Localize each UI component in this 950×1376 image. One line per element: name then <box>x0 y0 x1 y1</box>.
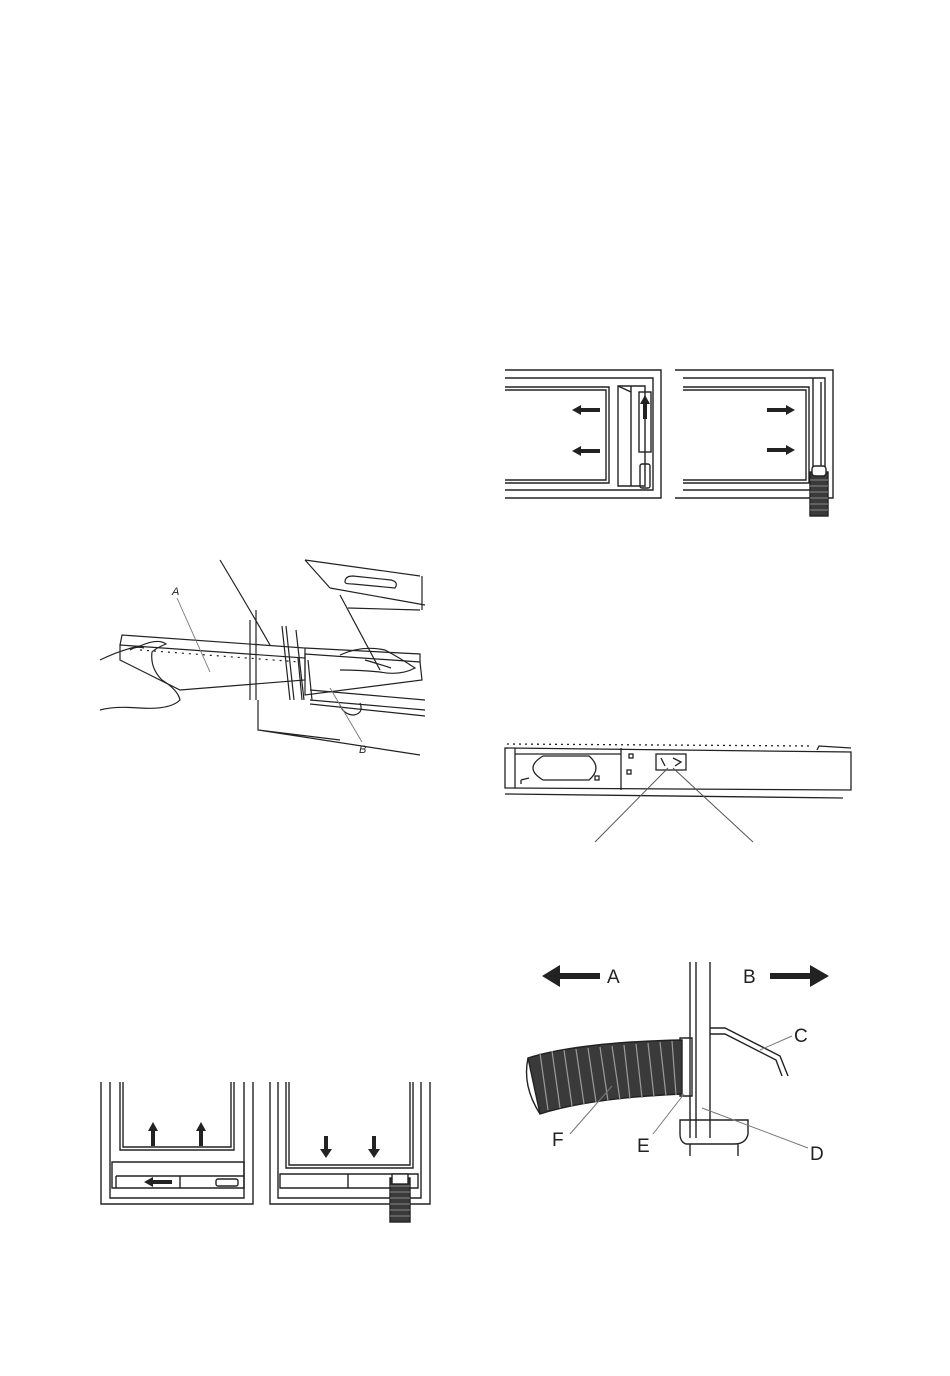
slider-panel-a <box>120 645 305 690</box>
arrow-up-2-icon <box>196 1122 206 1146</box>
arrow-up-icon <box>640 395 650 419</box>
window-panel <box>690 962 710 1138</box>
arrow-left-1-icon <box>572 405 600 415</box>
slider-panel-b <box>305 654 422 695</box>
flexible-hose <box>527 1040 683 1114</box>
arrow-down-1-icon <box>320 1136 332 1158</box>
arrow-right-1-icon <box>767 405 795 415</box>
panel-insertion-figure: A B <box>100 550 430 790</box>
label-a: A <box>607 967 620 988</box>
label-b: B <box>743 967 756 988</box>
window-left-raised <box>101 1082 253 1204</box>
arrow-left-2-icon <box>572 446 600 456</box>
window-right-lowered <box>270 1082 430 1222</box>
vertical-window-figure <box>98 1082 433 1222</box>
label-e: E <box>637 1136 650 1157</box>
label-a: A <box>171 586 179 598</box>
label-f: F <box>552 1130 564 1151</box>
horizontal-window-figure <box>505 368 837 516</box>
arrow-a-icon <box>542 965 600 987</box>
arrow-b-icon <box>770 965 829 987</box>
label-b: B <box>359 744 366 756</box>
arrow-right-2-icon <box>767 445 795 455</box>
arrow-down-2-icon <box>368 1136 380 1158</box>
hose-horizontal <box>810 472 828 516</box>
panel-adapter-figure <box>503 742 855 847</box>
arrow-up-1-icon <box>148 1122 158 1146</box>
adapter-opening <box>533 756 596 780</box>
frame-handle <box>345 576 396 588</box>
window-left-slid <box>505 370 661 498</box>
arrow-left-icon <box>144 1177 172 1187</box>
hose-assembly-figure: A B C D E F <box>520 958 840 1168</box>
window-right-slid <box>675 370 833 516</box>
bracket <box>710 1028 788 1076</box>
label-c: C <box>794 1026 808 1047</box>
label-d: D <box>810 1144 824 1165</box>
